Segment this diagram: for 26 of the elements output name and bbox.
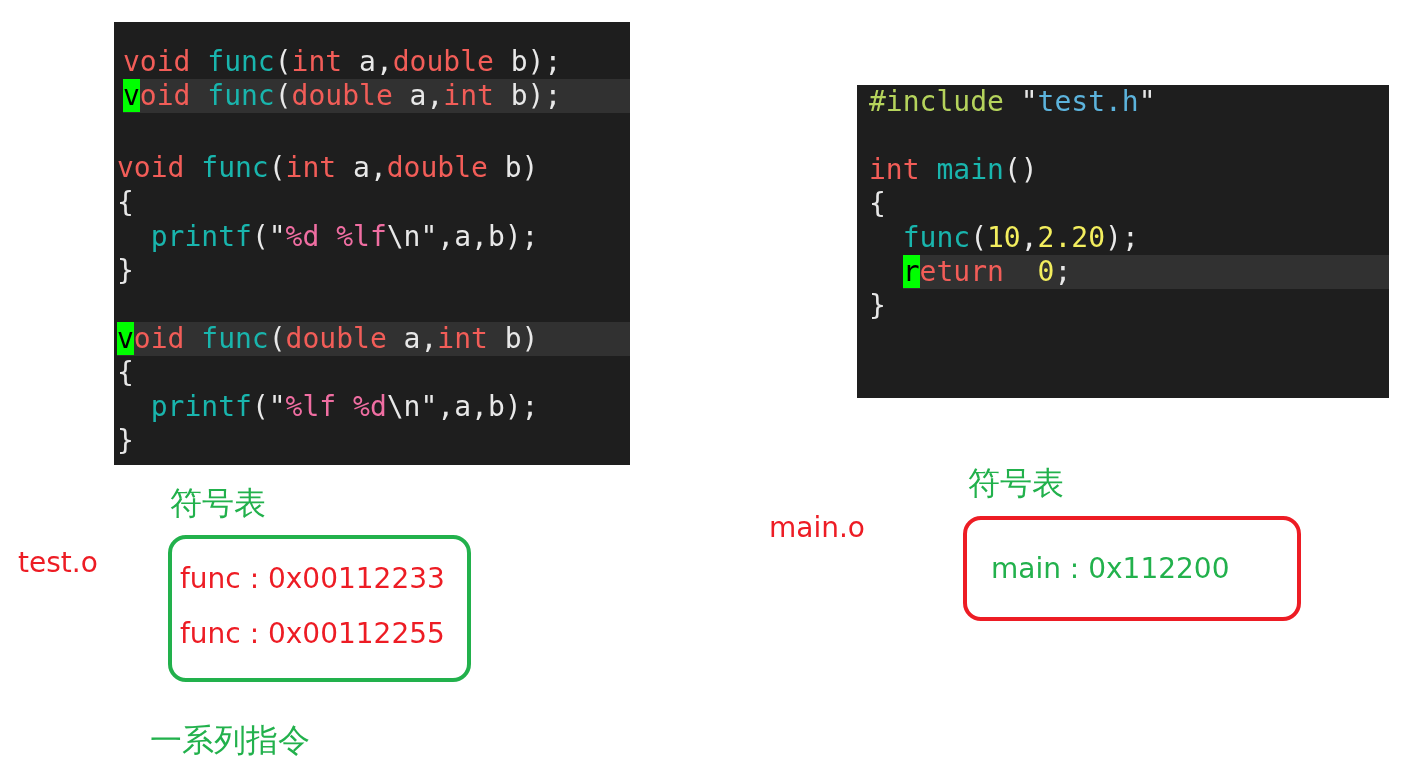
code-panel [857,85,1389,398]
object-file-label: test.o [18,545,98,581]
object-file-label: main.o [769,510,865,546]
code-line: int main() [869,153,1038,187]
symbol-entry: func : 0x00112233 [180,561,445,597]
symbol-entry: main : 0x112200 [991,551,1230,587]
code-line: { [117,186,134,220]
symbol-entry: func : 0x00112255 [180,616,445,652]
code-line: #include "test.h" [869,85,1156,119]
code-panel [114,22,630,465]
code-line: void func(int a,double b) [117,151,539,185]
code-line: return 0; [902,255,1072,289]
code-line: } [117,424,134,458]
symbol-table-heading: 符号表 [170,483,266,523]
note-label: 一系列指令 [150,720,310,760]
code-line: func(10,2.20); [902,221,1139,255]
symbol-table-heading: 符号表 [968,463,1064,503]
code-line: } [117,254,134,288]
code-line: printf("%d %lf\n",a,b); [150,220,539,254]
code-line: void func(double a,int b); [123,79,562,113]
code-line: printf("%lf %d\n",a,b); [150,390,539,424]
code-line: { [117,356,134,390]
code-line: void func(int a,double b); [123,45,562,79]
code-line: { [869,187,886,221]
code-line: } [869,289,886,323]
code-line: void func(double a,int b) [117,322,539,356]
